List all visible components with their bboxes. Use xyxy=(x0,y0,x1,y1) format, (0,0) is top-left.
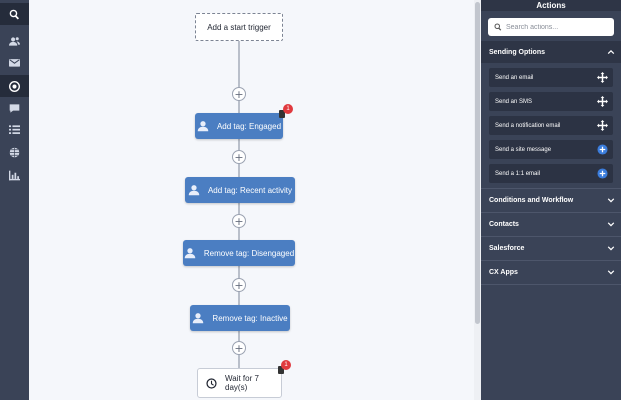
mail-icon xyxy=(9,58,20,67)
action-label: Send an SMS xyxy=(495,98,533,105)
action-label: Send an email xyxy=(495,74,534,81)
divider xyxy=(481,284,621,285)
search-icon xyxy=(9,9,19,19)
contacts-icon xyxy=(9,36,20,46)
contact-icon xyxy=(192,312,204,324)
action-send-email[interactable]: Send an email xyxy=(489,68,613,87)
step-add-tag-engaged[interactable]: Add tag: Engaged xyxy=(195,113,283,139)
section-label: Salesforce xyxy=(489,244,525,252)
left-nav xyxy=(0,0,29,400)
step-label: Wait for 7 day(s) xyxy=(225,374,259,392)
plus-icon: + xyxy=(234,214,244,228)
nav-automations[interactable] xyxy=(0,75,29,97)
section-salesforce[interactable]: Salesforce xyxy=(481,237,621,259)
plus-icon: + xyxy=(234,150,244,164)
move-icon[interactable] xyxy=(597,96,608,107)
search-box[interactable] xyxy=(488,18,614,36)
step-label: Remove tag: Disengaged xyxy=(203,248,295,258)
section-sending-options[interactable]: Sending Options xyxy=(481,41,621,63)
step-wait[interactable]: Wait for 7 day(s) xyxy=(197,368,282,398)
section-label: Conditions and Workflow xyxy=(489,196,574,204)
nav-reports[interactable] xyxy=(0,164,29,186)
chevron-up-icon xyxy=(607,48,615,56)
action-send-sms[interactable]: Send an SMS xyxy=(489,92,613,111)
globe-icon xyxy=(9,147,20,157)
note-icon xyxy=(278,366,284,374)
automation-canvas[interactable]: Add a start trigger + Add tag: Engaged 1… xyxy=(29,0,474,400)
action-label: Send a site message xyxy=(495,146,552,153)
chevron-down-icon xyxy=(607,268,615,276)
step-remove-tag-inactive[interactable]: Remove tag: Inactive xyxy=(190,305,290,331)
divider xyxy=(481,260,621,261)
step-label: Add tag: Engaged xyxy=(216,121,282,131)
plus-icon: + xyxy=(234,87,244,101)
step-remove-tag-disengaged[interactable]: Remove tag: Disengaged xyxy=(183,240,295,266)
panel-title: Actions xyxy=(481,0,621,11)
section-label: Contacts xyxy=(489,220,519,228)
section-contacts[interactable]: Contacts xyxy=(481,213,621,235)
canvas-scrollbar-thumb[interactable] xyxy=(475,2,480,324)
step-label: Remove tag: Inactive xyxy=(212,313,288,323)
clock-icon xyxy=(206,377,217,389)
nav-search[interactable] xyxy=(0,3,29,25)
chat-icon xyxy=(9,103,20,113)
note-icon xyxy=(279,110,285,118)
plus-icon: + xyxy=(234,278,244,292)
search-icon xyxy=(494,23,502,31)
section-label: CX Apps xyxy=(489,268,518,276)
add-step-button[interactable]: + xyxy=(232,341,246,355)
action-send-1-1-email[interactable]: Send a 1:1 email xyxy=(489,164,613,183)
reports-icon xyxy=(9,170,20,180)
add-circle-icon[interactable] xyxy=(597,144,608,155)
action-send-notification-email[interactable]: Send a notification email xyxy=(489,116,613,135)
add-step-button[interactable]: + xyxy=(232,278,246,292)
start-trigger-button[interactable]: Add a start trigger xyxy=(195,13,283,41)
move-icon[interactable] xyxy=(597,72,608,83)
contact-icon xyxy=(184,247,196,259)
notification-badge: 1 xyxy=(281,360,291,370)
nav-website[interactable] xyxy=(0,141,29,163)
contact-icon xyxy=(197,120,209,132)
automations-icon xyxy=(9,80,20,92)
start-trigger-label: Add a start trigger xyxy=(207,22,271,32)
nav-lists[interactable] xyxy=(0,118,29,140)
divider xyxy=(481,188,621,189)
step-label: Add tag: Recent activity xyxy=(207,185,293,195)
nav-contacts[interactable] xyxy=(0,30,29,52)
section-label: Sending Options xyxy=(489,48,545,56)
section-conditions-workflow[interactable]: Conditions and Workflow xyxy=(481,189,621,211)
add-step-button[interactable]: + xyxy=(232,87,246,101)
add-step-button[interactable]: + xyxy=(232,150,246,164)
move-icon[interactable] xyxy=(597,120,608,131)
actions-panel: Actions Sending Options Send an email Se… xyxy=(481,0,621,400)
notification-badge: 1 xyxy=(283,104,293,114)
divider xyxy=(481,236,621,237)
action-label: Send a 1:1 email xyxy=(495,170,541,177)
connector-line xyxy=(238,41,240,371)
divider xyxy=(481,212,621,213)
contact-icon xyxy=(188,184,200,196)
search-actions-input[interactable] xyxy=(506,23,606,31)
chevron-down-icon xyxy=(607,220,615,228)
plus-icon: + xyxy=(234,341,244,355)
step-add-tag-recent-activity[interactable]: Add tag: Recent activity xyxy=(185,177,295,203)
chevron-down-icon xyxy=(607,244,615,252)
list-icon xyxy=(9,124,20,134)
action-send-site-message[interactable]: Send a site message xyxy=(489,140,613,159)
action-label: Send a notification email xyxy=(495,122,561,129)
section-cx-apps[interactable]: CX Apps xyxy=(481,261,621,283)
add-step-button[interactable]: + xyxy=(232,214,246,228)
nav-campaigns[interactable] xyxy=(0,51,29,73)
nav-conversations[interactable] xyxy=(0,97,29,119)
chevron-down-icon xyxy=(607,196,615,204)
add-circle-icon[interactable] xyxy=(597,168,608,179)
